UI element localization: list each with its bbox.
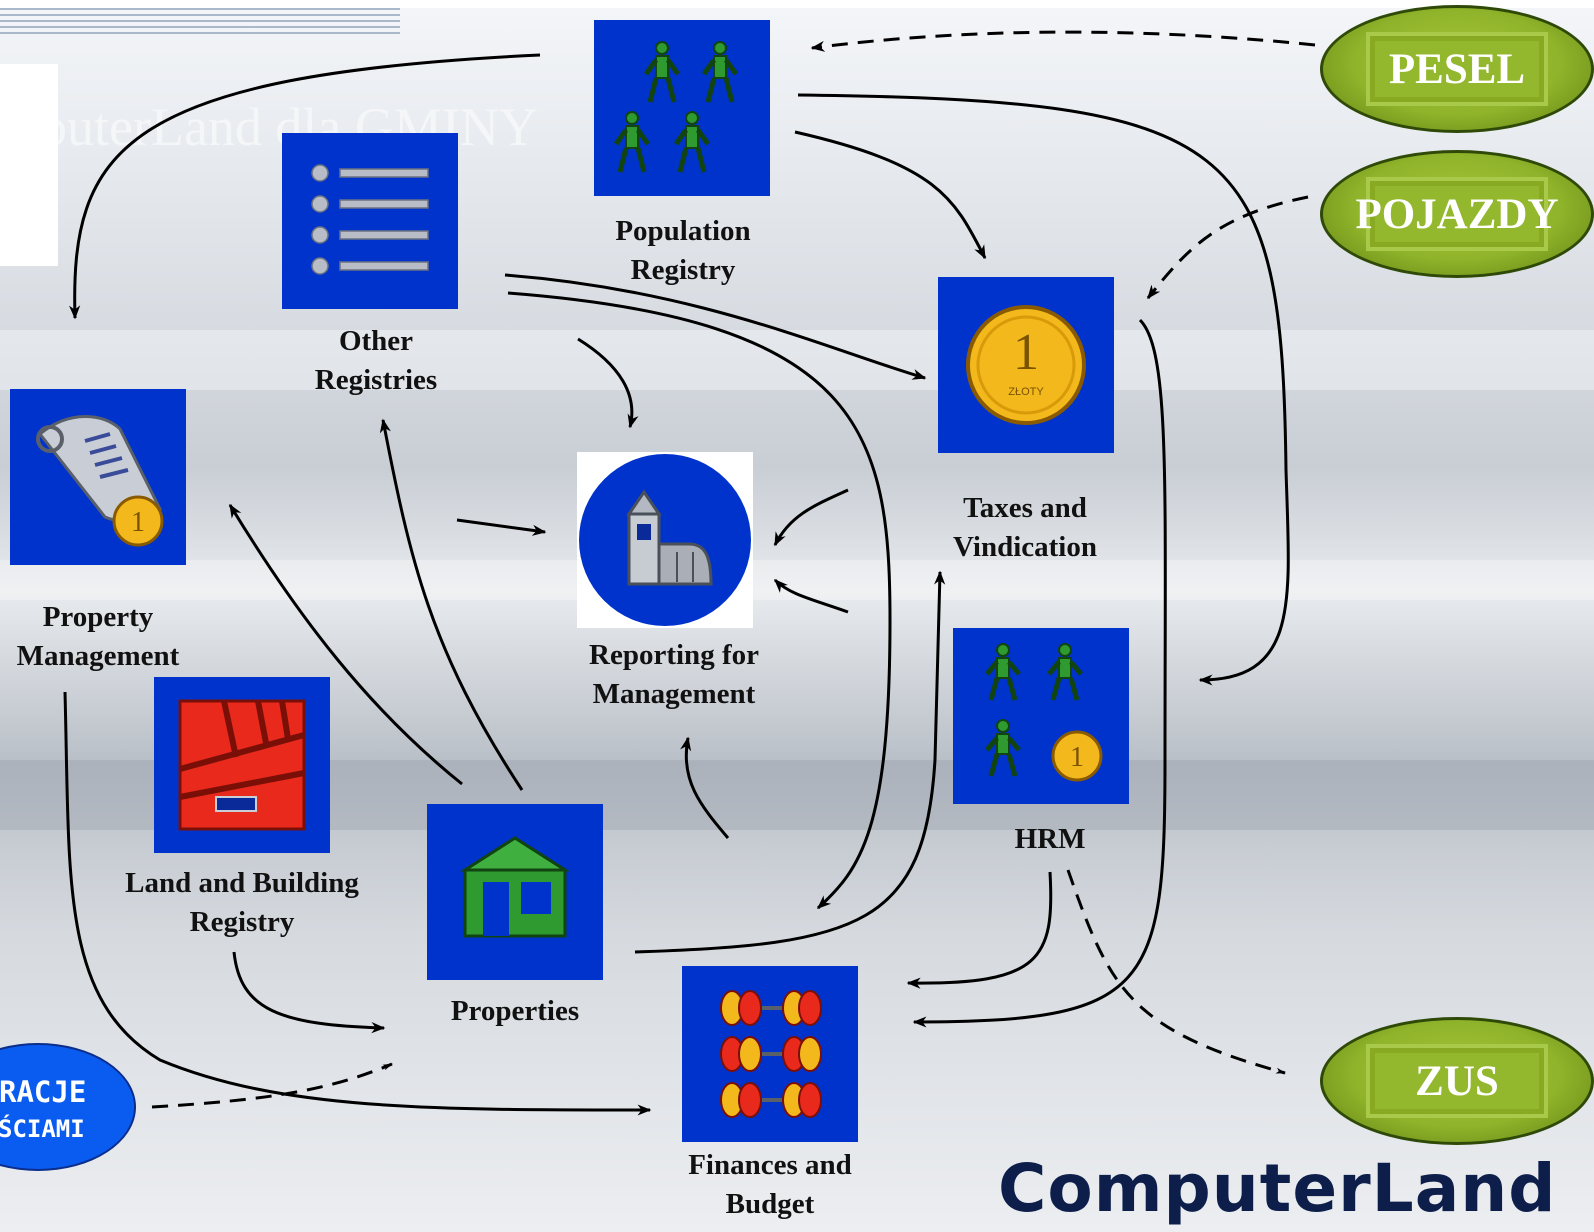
taxes-vindication-tile[interactable]: 1 ZŁOTY xyxy=(938,277,1114,453)
town-hall-icon xyxy=(579,454,751,626)
properties-tile[interactable] xyxy=(427,804,603,980)
finances-budget-tile[interactable] xyxy=(682,966,858,1142)
property-management-tile[interactable]: 1 xyxy=(10,389,186,565)
arrow-hrm-to-finances xyxy=(906,871,1053,989)
properties-label-line1: Properties xyxy=(450,995,580,1027)
map-plot-icon xyxy=(178,699,306,831)
arrow-other-to-taxes xyxy=(504,273,927,380)
pesel-system[interactable]: PESEL xyxy=(1320,5,1594,133)
top-band xyxy=(0,0,1594,8)
pojazdy-label: POJAZDY xyxy=(1355,190,1559,238)
hrm-label-line1: HRM xyxy=(1014,823,1086,855)
arrow-pop-to-taxes xyxy=(794,130,987,260)
zus-system[interactable]: ZUS xyxy=(1320,1017,1594,1145)
property-management-label-line1: Property xyxy=(42,601,154,633)
arrow-taxes-to-reporting xyxy=(773,488,849,547)
taxes-vindication-label-line2: Vindication xyxy=(953,531,1097,563)
svg-text:ZŁOTY: ZŁOTY xyxy=(1008,386,1044,398)
arrow-left-to-reporting xyxy=(456,518,547,536)
taxes-vindication-label-line1: Taxes and xyxy=(963,492,1087,524)
other-registries-label-line2: Registries xyxy=(314,364,438,396)
white-panel xyxy=(0,64,58,266)
other-registries-tile[interactable] xyxy=(282,133,458,309)
population-people-icon xyxy=(613,41,739,173)
property-management-label: Property Management xyxy=(6,598,190,676)
taxes-vindication-label: Taxes and Vindication xyxy=(935,489,1115,567)
population-registry-label-line2: Registry xyxy=(630,254,736,286)
arrow-properties-to-taxes xyxy=(634,570,946,954)
population-registry-label-line1: Population xyxy=(615,215,751,247)
staff-payroll-icon: 1 xyxy=(985,643,1103,782)
pesel-label: PESEL xyxy=(1388,45,1526,93)
arrow-land-to-properties xyxy=(232,951,386,1034)
population-registry-tile[interactable] xyxy=(594,20,770,196)
svg-text:1: 1 xyxy=(1013,324,1039,381)
land-building-registry-label-line1: Land and Building xyxy=(125,867,359,899)
population-registry-label: Population Registry xyxy=(598,212,768,290)
land-building-registry-label: Land and Building Registry xyxy=(104,864,380,942)
pojazdy-system[interactable]: POJAZDY xyxy=(1320,150,1594,278)
decorative-lines xyxy=(0,8,400,38)
properties-label: Properties xyxy=(440,992,590,1031)
svg-text:1: 1 xyxy=(1070,742,1084,773)
other-registries-label-line1: Other xyxy=(338,325,414,357)
admin-label-line1: RACJE xyxy=(0,1075,87,1109)
admin-label-line2: ŚCIAMI xyxy=(0,1115,85,1143)
zus-label: ZUS xyxy=(1415,1057,1499,1105)
list-icon xyxy=(311,164,429,275)
reporting-label: Reporting for Management xyxy=(574,636,774,714)
land-building-registry-label-line2: Registry xyxy=(189,906,295,938)
reporting-tile[interactable] xyxy=(577,452,753,628)
hrm-tile[interactable]: 1 xyxy=(953,628,1129,804)
abacus-icon xyxy=(720,990,822,1118)
house-icon xyxy=(459,836,571,938)
property-management-label-line2: Management xyxy=(16,640,180,672)
reporting-label-line1: Reporting for xyxy=(589,639,759,671)
arrow-properties-to-other xyxy=(379,418,524,791)
computerland-logo: ComputerLand xyxy=(998,1150,1557,1227)
administration-bubble[interactable]: RACJE ŚCIAMI xyxy=(0,1043,136,1171)
finances-budget-label-line2: Budget xyxy=(725,1188,815,1220)
finances-budget-label-line1: Finances and xyxy=(688,1149,852,1181)
arrow-pesel-to-pop xyxy=(810,30,1316,52)
arrow-pojazdy-to-taxes xyxy=(1146,195,1309,300)
arrow-admin-to-properties xyxy=(151,1062,393,1109)
arrow-hrm-to-reporting xyxy=(773,578,849,614)
arrow-properties-to-reporting xyxy=(680,736,730,839)
hrm-label: HRM xyxy=(990,820,1110,859)
coin-icon: 1 ZŁOTY xyxy=(966,305,1086,425)
arrow-hrm-to-zus xyxy=(1066,869,1286,1075)
arrow-to-reporting-top xyxy=(577,337,639,429)
scroll-document-icon: 1 xyxy=(36,415,164,547)
reporting-label-line2: Management xyxy=(592,678,756,710)
other-registries-label: Other Registries xyxy=(296,322,456,400)
svg-text:1: 1 xyxy=(131,507,145,538)
land-building-registry-tile[interactable] xyxy=(154,677,330,853)
finances-budget-label: Finances and Budget xyxy=(672,1146,868,1224)
